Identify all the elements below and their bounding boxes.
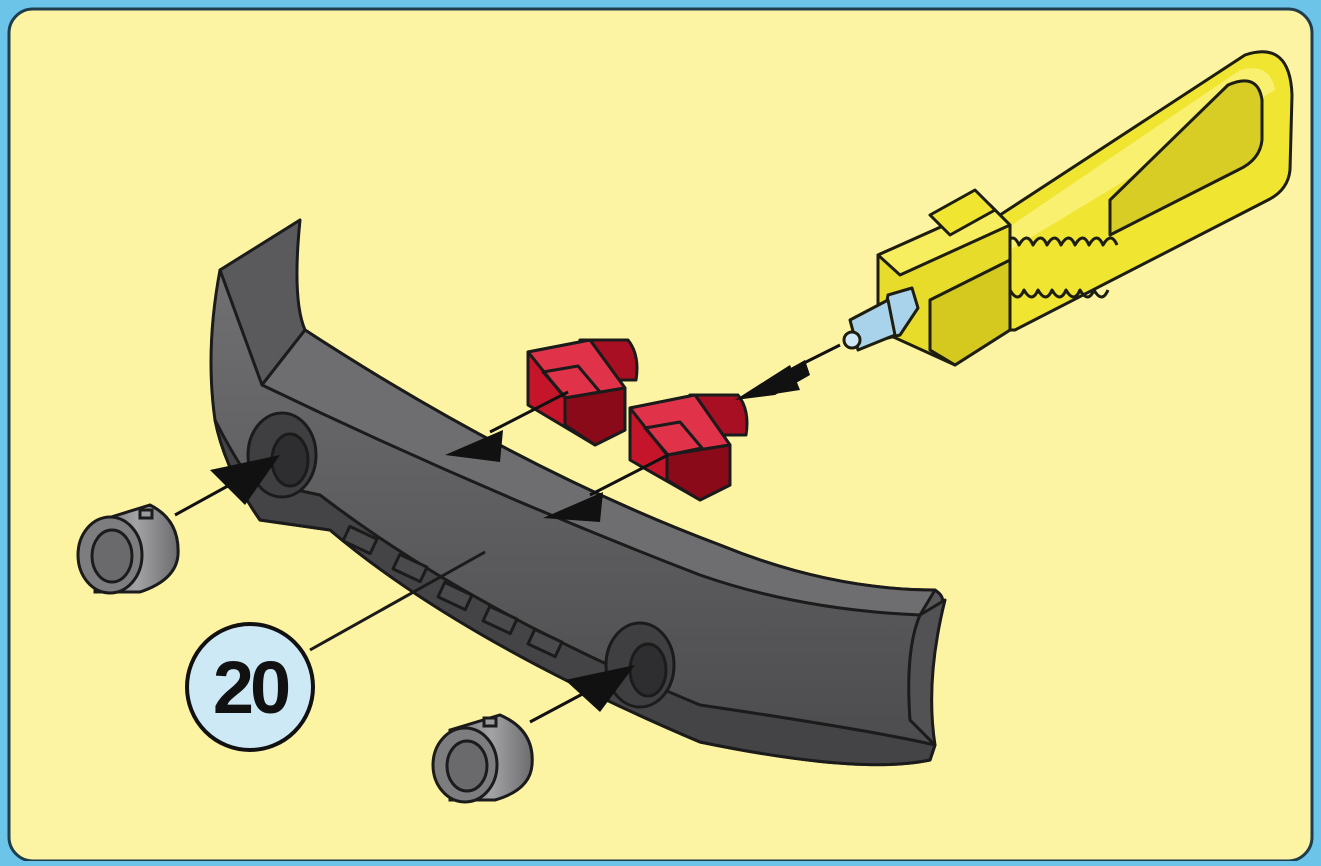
arrow-clip-right	[543, 453, 669, 522]
screwdriver-tool	[842, 50, 1294, 367]
step-badge	[185, 622, 315, 752]
arrow-tool	[735, 343, 841, 400]
arrow-clip-left	[445, 390, 569, 462]
red-clip-left	[526, 338, 639, 447]
end-cap-left	[76, 503, 180, 595]
red-clip-right	[628, 393, 749, 502]
arrow-cap-right	[529, 665, 635, 724]
end-cap-right	[431, 713, 534, 804]
arrow-cap-left	[174, 455, 280, 517]
step-number: 20	[212, 645, 291, 729]
